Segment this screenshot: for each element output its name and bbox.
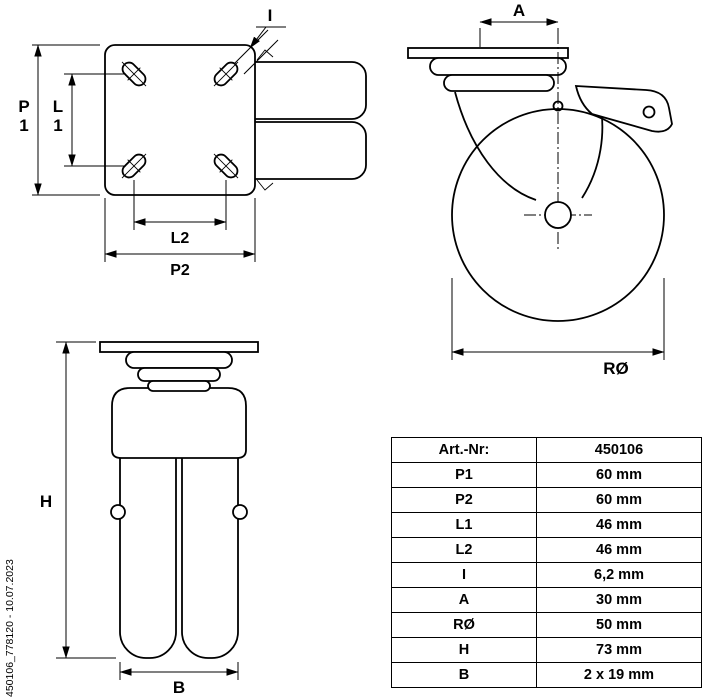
dim-r: RØ xyxy=(451,278,665,378)
plate-side xyxy=(407,47,569,59)
spec-header-row: Art.-Nr: 450106 xyxy=(391,437,702,463)
caster-front-view: H B xyxy=(40,341,259,697)
axle-cap-left xyxy=(110,504,126,520)
table-row: A 30 mm xyxy=(391,587,702,613)
swivel-ring-upper xyxy=(429,57,567,76)
dim-a: A xyxy=(479,1,559,47)
dim-label-p2: P2 xyxy=(170,262,190,279)
spec-table: Art.-Nr: 450106 P1 60 mm P2 60 mm L1 46 … xyxy=(391,437,702,688)
fork-housing xyxy=(111,387,247,459)
dim-l2: L2 xyxy=(133,180,227,247)
table-row: P1 60 mm xyxy=(391,462,702,488)
fork-front-edge xyxy=(454,91,537,201)
spec-row-value: 60 mm xyxy=(536,487,702,513)
spec-row-value: 60 mm xyxy=(536,462,702,488)
brake-pivot-bolt xyxy=(642,105,656,119)
spec-row-value: 50 mm xyxy=(536,612,702,638)
spec-row-label: L1 xyxy=(391,512,537,538)
swivel-ring-lower xyxy=(443,74,555,92)
table-row: L2 46 mm xyxy=(391,537,702,563)
dim-label-p1-sub: 1 xyxy=(19,116,28,135)
table-row: L1 46 mm xyxy=(391,512,702,538)
caster-side-view: A RØ xyxy=(407,1,673,378)
dim-p2: P2 xyxy=(104,198,256,279)
slot-hole-top-right xyxy=(213,61,239,87)
spec-row-value: 73 mm xyxy=(536,637,702,663)
table-row: RØ 50 mm xyxy=(391,612,702,638)
dim-label-l1-sub: 1 xyxy=(53,116,62,135)
spec-row-label: I xyxy=(391,562,537,588)
spec-row-value: 46 mm xyxy=(536,537,702,563)
spec-row-label: A xyxy=(391,587,537,613)
slot-hole-top-left xyxy=(121,61,147,87)
dim-label-l1: L xyxy=(53,97,63,116)
swivel-front-ring-3 xyxy=(147,380,211,392)
spec-row-label: H xyxy=(391,637,537,663)
table-row: H 73 mm xyxy=(391,637,702,663)
axle-hub xyxy=(544,201,572,229)
wheel-top-edge xyxy=(237,61,367,120)
spec-row-label: P1 xyxy=(391,462,537,488)
table-row: I 6,2 mm xyxy=(391,562,702,588)
wheel-bottom-edge xyxy=(237,121,367,180)
spec-row-label: B xyxy=(391,662,537,688)
spec-row-label: RØ xyxy=(391,612,537,638)
dim-label-r: RØ xyxy=(603,359,629,378)
slot-hole-bottom-right xyxy=(213,153,239,179)
swivel-front-ring-2 xyxy=(137,367,221,382)
slot-hole-bottom-left xyxy=(121,153,147,179)
dim-label-h: H xyxy=(40,492,52,511)
axle-cap-right xyxy=(232,504,248,520)
dim-label-i: I xyxy=(268,6,273,25)
kingpin-hole xyxy=(552,100,564,112)
table-row: B 2 x 19 mm xyxy=(391,662,702,688)
dim-label-l2: L2 xyxy=(171,230,190,247)
document-id-label: 450106_778120 - 10.07.2023 xyxy=(4,559,16,697)
spec-header-value: 450106 xyxy=(536,437,702,463)
spec-row-label: P2 xyxy=(391,487,537,513)
dim-p1: P 1 xyxy=(18,44,100,196)
clip-detail-top xyxy=(256,49,274,61)
spec-row-value: 6,2 mm xyxy=(536,562,702,588)
swivel-front-ring-1 xyxy=(125,351,233,369)
spec-row-label: L2 xyxy=(391,537,537,563)
clip-detail-bottom xyxy=(256,179,274,191)
brake-pedal xyxy=(574,85,673,133)
spec-row-value: 30 mm xyxy=(536,587,702,613)
plate-front xyxy=(99,341,259,353)
plate-top-view: P 1 L 1 L2 P2 xyxy=(18,6,367,279)
dim-label-b: B xyxy=(173,678,185,697)
dim-h: H xyxy=(40,341,116,659)
dim-label-p1: P xyxy=(18,97,29,116)
spec-row-value: 46 mm xyxy=(536,512,702,538)
spec-row-value: 2 x 19 mm xyxy=(536,662,702,688)
spec-header-label: Art.-Nr: xyxy=(391,437,537,463)
dim-label-a: A xyxy=(513,1,525,20)
dim-l1: L 1 xyxy=(53,73,126,167)
dim-i: I xyxy=(233,6,286,75)
dim-b: B xyxy=(119,662,239,697)
table-row: P2 60 mm xyxy=(391,487,702,513)
spec-table-container: Art.-Nr: 450106 P1 60 mm P2 60 mm L1 46 … xyxy=(391,437,702,688)
